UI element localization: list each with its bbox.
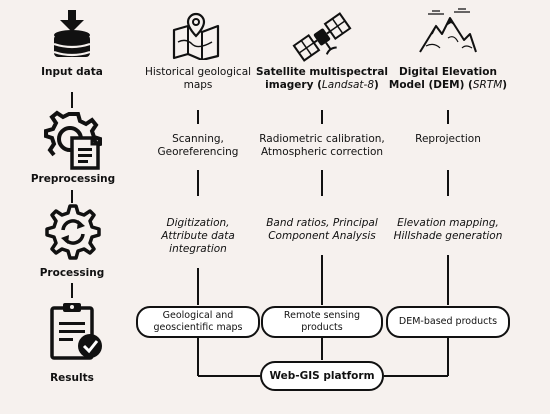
proc-dem: Elevation mapping, Hillshade generation xyxy=(380,217,516,243)
source-satellite-sensor: Landsat-8 xyxy=(321,79,375,91)
database-download-icon xyxy=(53,10,91,57)
preproc-sat-line2: Atmospheric correction xyxy=(260,146,384,158)
stage-processing-label: Processing xyxy=(39,267,105,279)
product-sat-line2: products xyxy=(301,322,343,333)
source-dem-line1: Digital Elevation xyxy=(399,66,497,78)
source-dem-line2: Model (DEM) (SRTM) xyxy=(384,79,512,92)
proc-sat-line2: Component Analysis xyxy=(268,230,376,242)
proc-sat-line1: Band ratios, Principal xyxy=(266,217,378,229)
stage-preprocessing-label: Preprocessing xyxy=(30,173,116,185)
source-geological-maps: Historical geological maps xyxy=(134,66,262,92)
satellite-icon xyxy=(292,12,352,62)
preproc-geo-line1: Scanning, xyxy=(172,133,224,145)
source-geological-maps-label: Historical geological maps xyxy=(144,66,252,91)
source-satellite-line2: imagery (Landsat-8) xyxy=(256,79,388,92)
source-satellite: Satellite multispectral imagery (Landsat… xyxy=(256,66,388,92)
preproc-dem: Reprojection xyxy=(415,133,481,145)
proc-dem-line2: Hillshade generation xyxy=(393,230,503,242)
mountain-terrain-icon xyxy=(419,8,477,53)
gear-refresh-icon xyxy=(45,204,101,260)
product-geo-line1: Geological and xyxy=(162,310,234,321)
folded-map-pin-icon xyxy=(172,12,220,60)
source-dem-sensor: SRTM xyxy=(472,79,503,91)
source-satellite-line1: Satellite multispectral xyxy=(256,66,389,78)
source-dem: Digital Elevation Model (DEM) (SRTM) xyxy=(384,66,512,92)
preproc-sat-line1: Radiometric calibration, xyxy=(259,133,385,145)
product-sat-line1: Remote sensing xyxy=(283,310,361,321)
clipboard-check-icon xyxy=(50,303,102,360)
proc-geo: Digitization, Attribute data integration xyxy=(134,217,262,256)
web-gis-platform: Web-GIS platform xyxy=(260,361,384,391)
proc-geo-line3: integration xyxy=(169,243,227,255)
source-dem-prefix: Model (DEM) ( xyxy=(388,79,473,91)
preproc-sat: Radiometric calibration, Atmospheric cor… xyxy=(250,133,394,159)
source-satellite-prefix: imagery ( xyxy=(265,79,322,91)
source-dem-suffix: ) xyxy=(502,79,508,91)
proc-sat: Band ratios, Principal Component Analysi… xyxy=(256,217,388,243)
proc-dem-line1: Elevation mapping, xyxy=(397,217,499,229)
product-dem-based: DEM-based products xyxy=(386,306,510,338)
stage-input-label: Input data xyxy=(41,66,103,78)
product-geological-maps: Geological and geoscientific maps xyxy=(136,306,260,338)
proc-geo-line2: Attribute data xyxy=(161,230,235,242)
source-satellite-suffix: ) xyxy=(374,79,379,91)
stage-results-label: Results xyxy=(50,372,94,384)
product-remote-sensing: Remote sensing products xyxy=(261,306,383,338)
product-geo-line2: geoscientific maps xyxy=(153,322,243,333)
proc-geo-line1: Digitization, xyxy=(166,217,230,229)
preproc-geo: Scanning, Georeferencing xyxy=(134,133,262,159)
preproc-geo-line2: Georeferencing xyxy=(157,146,239,158)
gear-document-icon xyxy=(44,110,102,170)
